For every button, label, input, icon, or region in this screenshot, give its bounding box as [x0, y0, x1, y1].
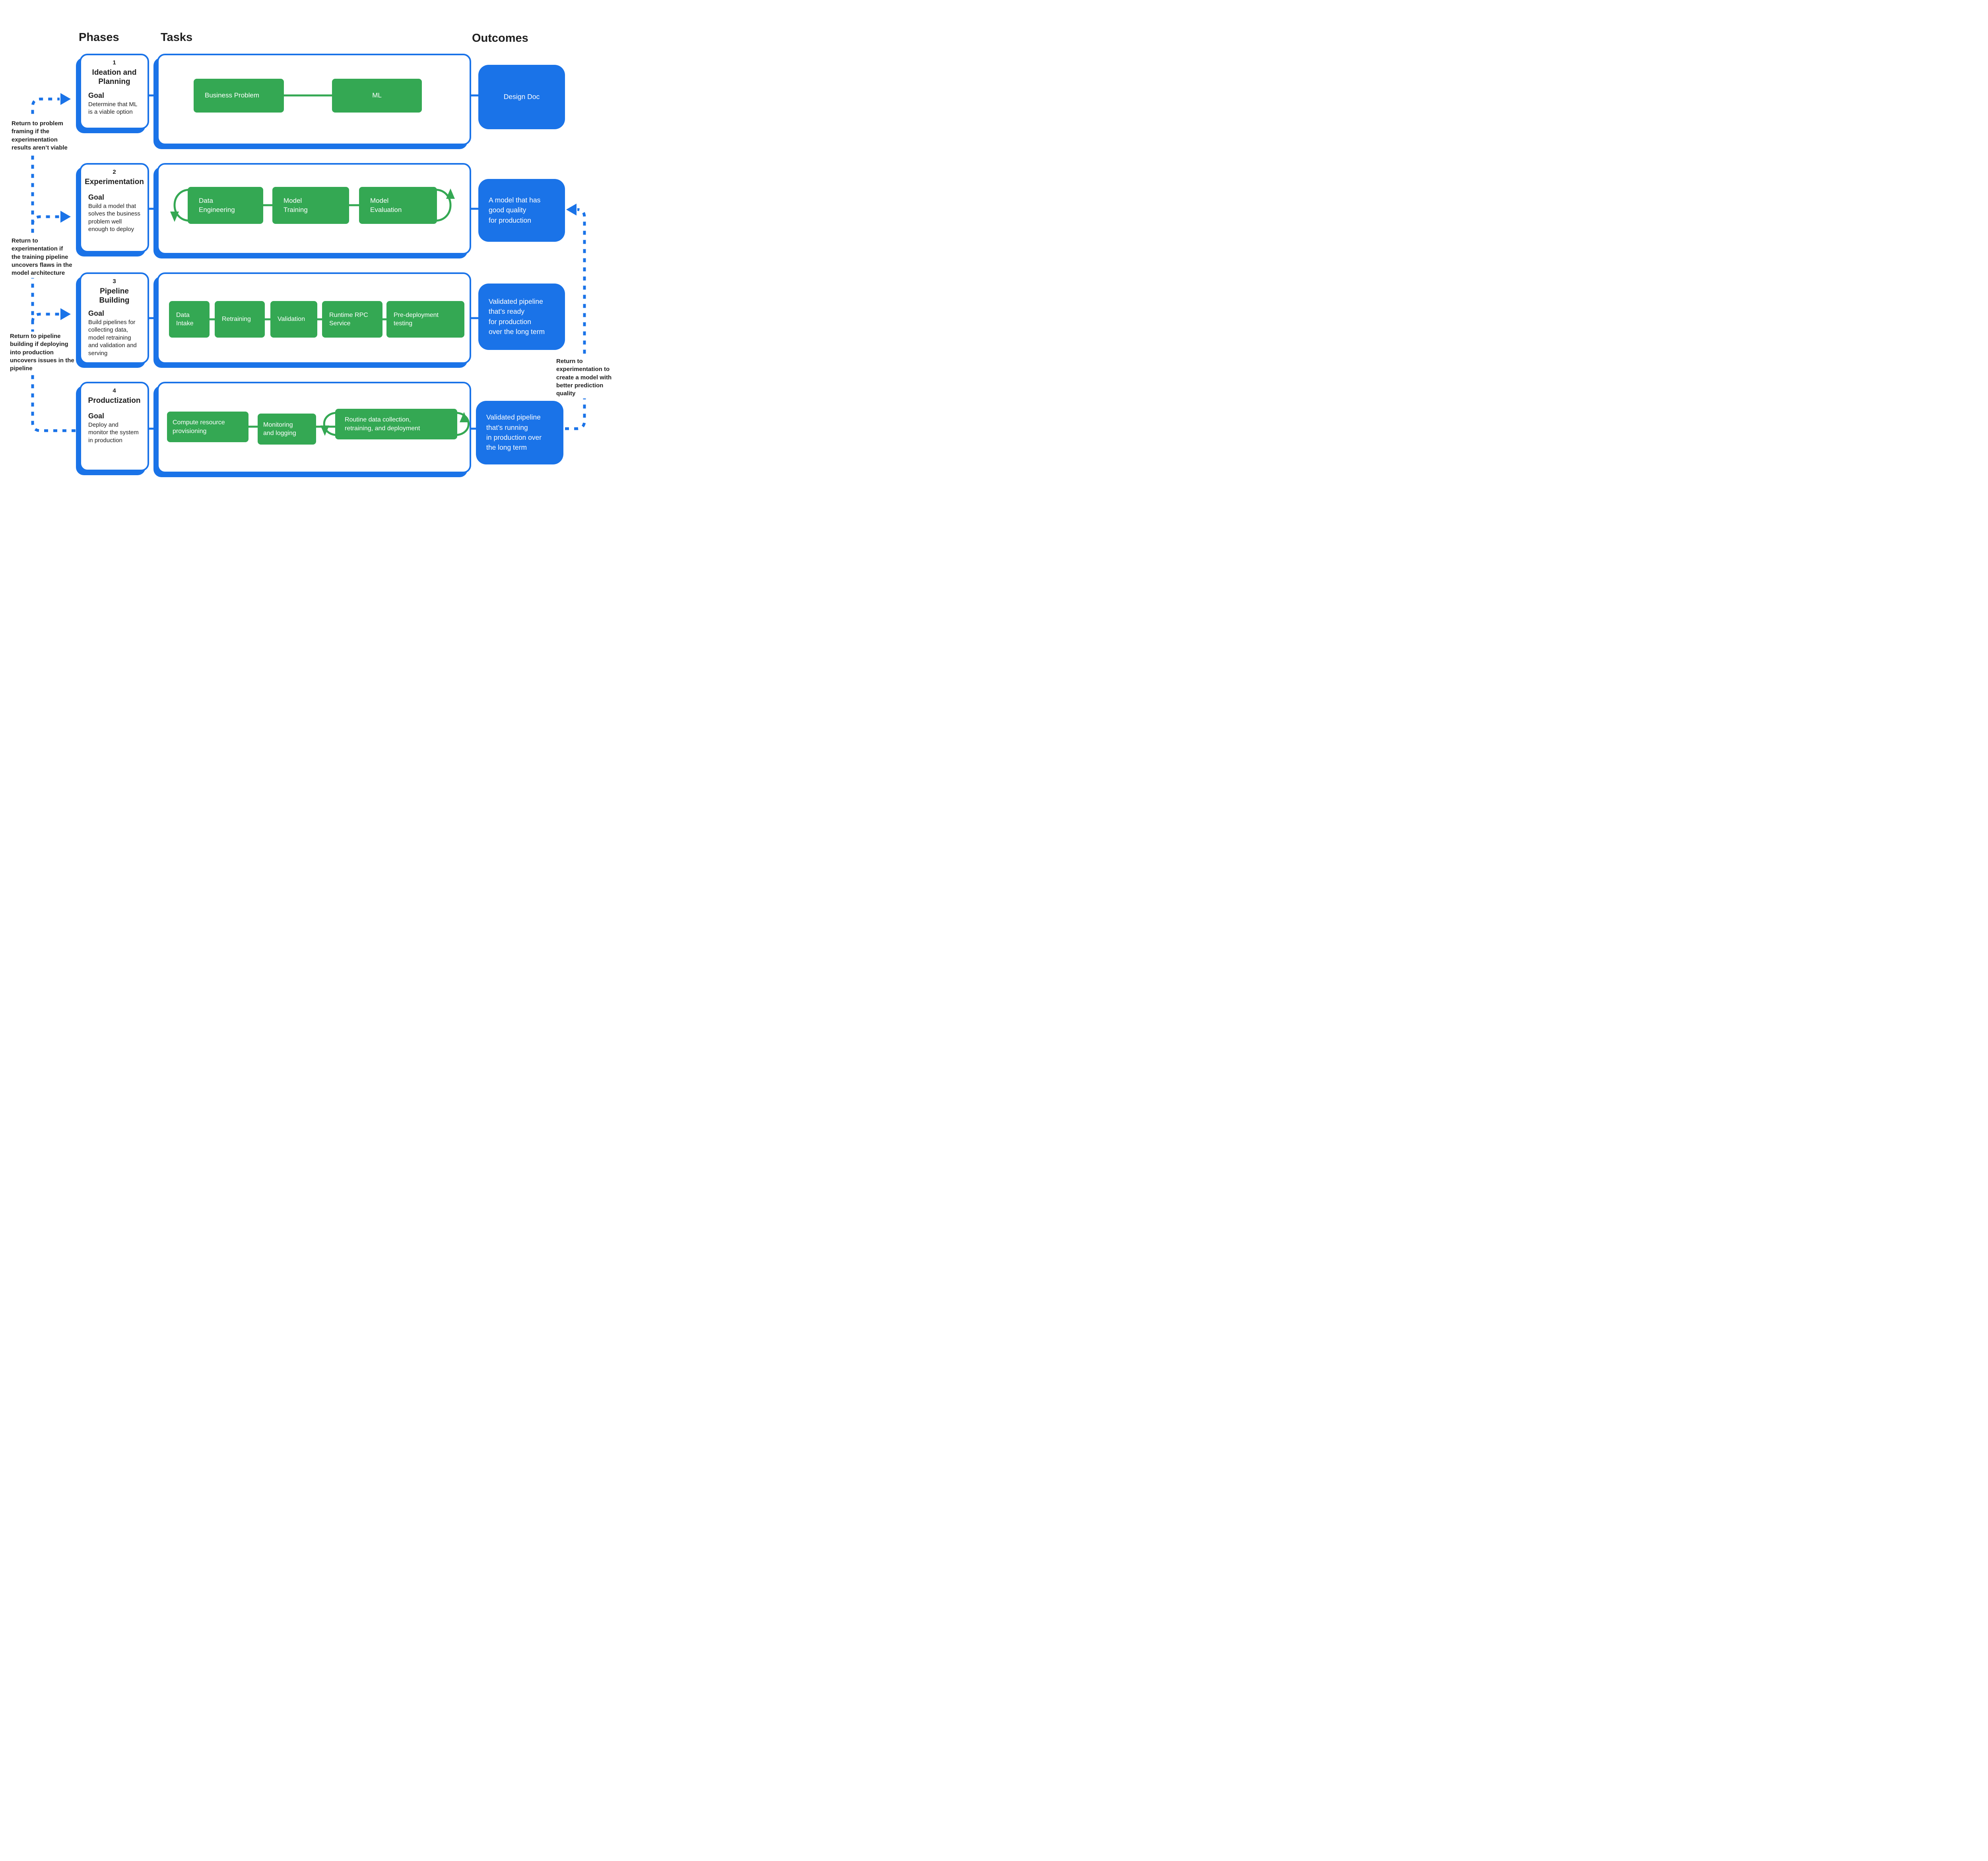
task-ml: ML — [332, 79, 422, 113]
phase-card-ideation: 1 Ideation and Planning Goal Determine t… — [80, 54, 149, 129]
task-model-evaluation: Model Evaluation — [359, 187, 437, 224]
outcomes-column-header: Outcomes — [472, 32, 528, 45]
task-data-intake: Data Intake — [169, 301, 210, 338]
feedback-arrowhead-right-phase1-icon — [60, 93, 71, 105]
goal-text: Deploy and monitor the system in product… — [88, 421, 139, 444]
goal-text: Build a model that solves the business p… — [88, 202, 140, 233]
feedback-arrowhead-right-phase2-icon — [60, 211, 71, 223]
outcome-validated-pipeline-ready: Validated pipeline that’s ready for prod… — [478, 284, 565, 350]
phase-number: 1 — [113, 59, 116, 66]
goal-text: Build pipelines for collecting data, mod… — [88, 319, 137, 357]
phase-card-pipeline-building: 3 Pipeline Building Goal Build pipelines… — [80, 272, 149, 364]
phases-column-header: Phases — [79, 31, 119, 44]
phase-number: 3 — [113, 278, 116, 285]
goal-label: Goal — [88, 193, 105, 201]
task-runtime-rpc-service: Runtime RPC Service — [322, 301, 382, 338]
outcome-validated-pipeline-running: Validated pipeline that’s running in pro… — [476, 401, 563, 464]
task-compute-resource-provisioning: Compute resource provisioning — [167, 412, 248, 442]
outcome-quality-model: A model that has good quality for produc… — [478, 179, 565, 242]
task-pre-deployment-testing: Pre-deployment testing — [386, 301, 464, 338]
goal-label: Goal — [88, 412, 105, 420]
feedback-arrowhead-right-phase3-icon — [60, 308, 71, 320]
phase-title: Ideation and Planning — [92, 68, 137, 86]
phase-card-experimentation: 2 Experimentation Goal Build a model tha… — [80, 163, 149, 253]
phase-title: Productization — [88, 396, 141, 405]
mlops-phases-diagram: Phases Tasks Outcomes 1 Ideation and Pla… — [0, 0, 615, 507]
feedback-arrowhead-left-outcome2-icon — [566, 204, 577, 216]
task-retraining: Retraining — [215, 301, 265, 338]
task-validation: Validation — [270, 301, 317, 338]
phase-title: Pipeline Building — [99, 287, 130, 305]
phase-card-productization: 4 Productization Goal Deploy and monitor… — [80, 382, 149, 471]
row-connector-lines — [147, 94, 482, 430]
feedback-dotted-paths — [31, 97, 586, 432]
phase-number: 4 — [113, 387, 116, 394]
task-monitoring-and-logging: Monitoring and logging — [258, 414, 316, 445]
feedback-branch-phase3 — [31, 313, 60, 322]
note-return-to-problem-framing: Return to problem framing if the experim… — [11, 119, 68, 153]
goal-label: Goal — [88, 91, 105, 99]
phase-title: Experimentation — [85, 178, 144, 186]
feedback-branch-phase2 — [31, 215, 60, 225]
task-data-engineering: Data Engineering — [188, 187, 263, 224]
task-routine-data-collection: Routine data collection, retraining, and… — [335, 409, 457, 439]
task-business-problem: Business Problem — [194, 79, 284, 113]
tasks-column-header: Tasks — [161, 31, 193, 44]
task-model-training: Model Training — [272, 187, 349, 224]
goal-text: Determine that ML is a viable option — [88, 101, 138, 116]
note-return-to-experimentation-right: Return to experimentation to create a mo… — [556, 357, 615, 399]
note-return-to-pipeline-building: Return to pipeline building if deploying… — [10, 332, 75, 374]
outcome-design-doc: Design Doc — [478, 65, 565, 129]
note-return-to-experimentation: Return to experimentation if the trainin… — [11, 236, 73, 278]
goal-label: Goal — [88, 309, 105, 317]
phase-number: 2 — [113, 169, 116, 175]
